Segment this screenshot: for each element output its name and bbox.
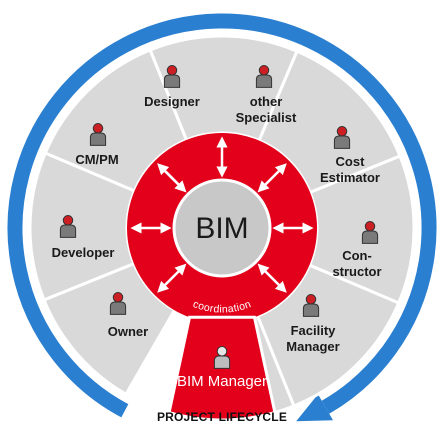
bim-manager-person-icon — [213, 346, 231, 369]
role-developer: Developer — [52, 215, 115, 260]
bim-manager-label: BIM Manager — [177, 373, 267, 390]
role-label-line: Owner — [108, 324, 148, 339]
coordination-arrow — [157, 163, 187, 193]
person-icon — [109, 292, 127, 315]
person-icon — [213, 346, 231, 369]
role-label-line: Manager — [286, 339, 339, 354]
role-label-line: CM/PM — [75, 152, 118, 167]
coordination-arrow — [157, 263, 187, 293]
role-label: Owner — [108, 324, 148, 339]
role-label-line: Designer — [144, 94, 200, 109]
role-label-line: other — [250, 94, 283, 109]
role-designer: Designer — [144, 65, 200, 109]
coordination-label-wrapper: coordination — [191, 298, 253, 315]
role-label-line: Cost — [336, 154, 366, 169]
role-label-line: Con- — [342, 248, 372, 263]
role-label-line: Specialist — [236, 110, 297, 125]
person-icon — [302, 294, 320, 317]
project-lifecycle-label: PROJECT LIFECYCLE — [157, 410, 287, 424]
coordination-arrow — [257, 163, 287, 193]
lifecycle-arc — [7, 13, 437, 418]
lifecycle-ring — [7, 13, 437, 422]
role-label-line: structor — [332, 264, 381, 279]
role-label: Designer — [144, 94, 200, 109]
role-label: CM/PM — [75, 152, 118, 167]
person-icon — [361, 221, 379, 244]
role-owner: Owner — [108, 292, 148, 339]
person-icon — [333, 126, 351, 149]
bim-center-circle — [172, 178, 272, 278]
role-label-line: Developer — [52, 245, 115, 260]
role-label: Developer — [52, 245, 115, 260]
bim-label: BIM — [195, 212, 248, 245]
coordination-label: coordination — [191, 298, 252, 315]
person-icon — [163, 65, 181, 88]
role-label-line: Estimator — [320, 170, 380, 185]
coordination-arrow — [257, 263, 287, 293]
role-label-line: Facility — [291, 323, 337, 338]
lifecycle-arrowhead — [296, 394, 333, 422]
coordination-arrows — [130, 136, 314, 293]
person-icon — [89, 123, 107, 146]
person-icon — [255, 65, 273, 88]
role-constructor: Con-structor — [332, 221, 382, 279]
role-cm-pm: CM/PM — [75, 123, 119, 167]
role-label: Con-structor — [332, 248, 381, 279]
person-icon — [59, 215, 77, 238]
